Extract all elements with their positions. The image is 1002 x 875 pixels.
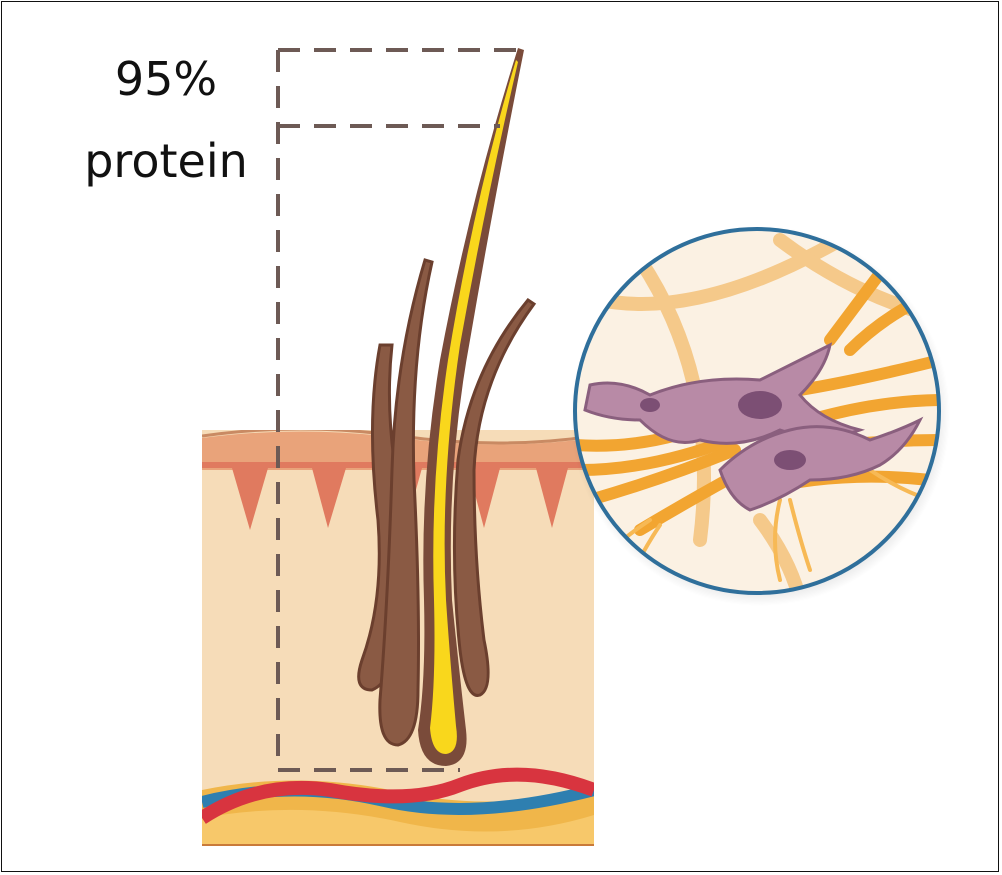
cell-nucleus [774, 450, 806, 470]
fat-sublayer [202, 809, 594, 846]
fibroblast-cells [583, 342, 924, 512]
protein-percent-label: 95% [114, 52, 218, 106]
cell-nucleus [640, 398, 660, 412]
protein-region-outline [276, 48, 518, 772]
zoom-inset [570, 226, 950, 606]
collagen-fiber [584, 444, 741, 506]
dermal-ridges [202, 462, 594, 530]
fibroblast-cell [718, 416, 924, 512]
fibroblast-cell [583, 342, 866, 445]
artery [202, 767, 594, 824]
cell-nucleus [738, 391, 782, 419]
zoom-border [573, 227, 941, 595]
collagen-fibril [773, 498, 782, 582]
collagen-fiber [575, 434, 736, 476]
hair-core [430, 60, 518, 754]
cell-nuclei [640, 391, 806, 470]
collagen-fibril [788, 498, 812, 572]
collagen-fiber [794, 354, 939, 396]
collagen-fibroblast-detail [575, 233, 939, 593]
follicle-sheath-right [452, 298, 537, 697]
hair-follicle [357, 258, 537, 747]
follicle-sheath-center-left [378, 258, 434, 747]
protein-word-label: protein [84, 134, 248, 188]
hair-shaft [418, 48, 524, 766]
